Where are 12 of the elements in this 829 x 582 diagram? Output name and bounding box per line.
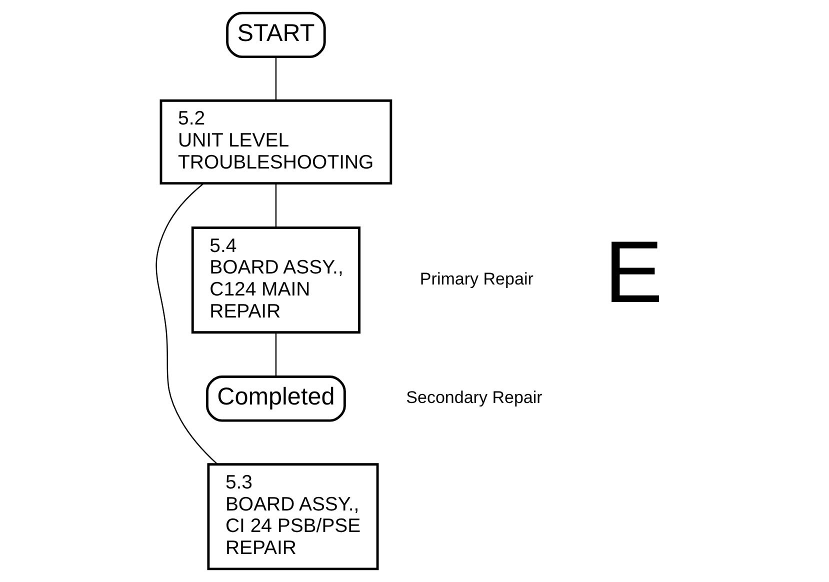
node-box: 5.2 UNIT LEVEL TROUBLESHOOTING <box>160 99 392 185</box>
connector <box>156 183 218 465</box>
connector <box>275 184 277 228</box>
node-box: START <box>226 12 326 58</box>
connector <box>275 332 277 377</box>
node-box: 5.3 BOARD ASSY., CI 24 PSB/PSE REPAIR <box>207 463 379 570</box>
node-box: 5.4 BOARD ASSY., C124 MAIN REPAIR <box>191 226 360 334</box>
connector <box>275 57 277 101</box>
label: E <box>604 223 663 322</box>
node-box: Completed <box>206 376 346 422</box>
label: Primary Repair <box>420 270 534 289</box>
label: Secondary Repair <box>406 388 542 408</box>
